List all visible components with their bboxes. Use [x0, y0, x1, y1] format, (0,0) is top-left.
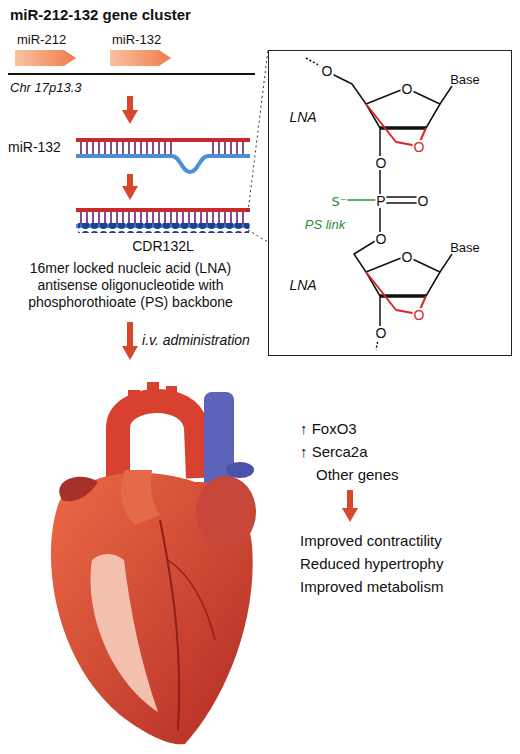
chemical-structure-part: [440, 86, 452, 104]
gene-locus-part: [110, 50, 171, 66]
atom-label: S⁻: [330, 195, 347, 208]
mirna-duplex-part: [76, 138, 250, 142]
heart-illustration-part: [166, 386, 177, 408]
process-arrow-part: [122, 186, 138, 200]
effect-item: ↑ Serca2a: [300, 443, 368, 461]
inset-box: OOBaseOLNAOPOS⁻PS linkOOBaseOLNAO: [268, 50, 512, 356]
heart-illustration-part: [147, 382, 159, 404]
gene-locus: [8, 50, 255, 74]
duplex-label: miR-132: [8, 139, 61, 156]
linkage-label: PS link: [304, 218, 346, 231]
atom-label: O: [321, 64, 334, 78]
mirna-duplex-part: [208, 142, 248, 154]
heart-illustration-part: [160, 520, 179, 730]
effect-item: Other genes: [316, 466, 399, 484]
atom-label: O: [401, 82, 414, 96]
heart-illustration-part: [118, 401, 198, 478]
zoom-leader: [248, 50, 268, 242]
process-arrow-part: [127, 96, 133, 112]
gene-label: miR-132: [112, 32, 161, 48]
heart-illustration: [51, 382, 256, 744]
chemical-structure-part: [306, 58, 320, 66]
mirna-duplex: [76, 140, 250, 172]
chemical-structure-part: [379, 296, 381, 330]
gene-locus-part: [15, 50, 76, 66]
atom-label: P: [375, 194, 386, 208]
route-label: i.v. administration: [142, 332, 250, 349]
zoom-leader-part: [248, 230, 268, 242]
description-text: 16mer locked nucleic acid (LNA) antisens…: [8, 260, 253, 310]
mirna-duplex-part: [76, 156, 250, 172]
base-label: Base: [449, 73, 481, 86]
outcome-item: Reduced hypertrophy: [300, 555, 443, 573]
outcome-item: Improved metabolism: [300, 578, 443, 596]
heart-illustration-part: [196, 476, 256, 548]
antimir-duplex-part: [76, 208, 250, 212]
atom-label: O: [375, 156, 388, 170]
gene-label: miR-212: [17, 32, 66, 48]
atom-label: O: [401, 250, 414, 264]
heart-illustration-part: [91, 554, 158, 712]
antimir-duplex: [76, 210, 250, 233]
chemical-structure: [306, 58, 452, 350]
heart-illustration-part: [121, 470, 160, 525]
atom-label: O: [413, 308, 426, 322]
heart-illustration-part: [128, 390, 140, 412]
heart-illustration-part: [226, 462, 254, 478]
process-arrow-part: [122, 110, 138, 124]
chemical-structure-part: [440, 254, 452, 272]
process-arrow-part: [342, 508, 358, 522]
antimir-duplex-part: [78, 212, 248, 224]
process-arrow-part: [122, 346, 138, 360]
outcome-item: Improved contractility: [300, 532, 442, 550]
atom-label: O: [375, 232, 388, 246]
lna-label: LNA: [288, 110, 317, 124]
effect-item: ↑ FoxO3: [300, 420, 357, 438]
base-label: Base: [449, 241, 481, 254]
atom-label: O: [375, 326, 388, 340]
process-arrow-part: [347, 490, 353, 510]
antimir-duplex-part: [78, 223, 249, 233]
process-arrow-part: [127, 322, 133, 348]
gene-locus-part: [8, 73, 255, 75]
atom-label: O: [417, 194, 430, 208]
process-arrow-part: [127, 174, 133, 188]
heart-illustration-part: [168, 560, 215, 640]
lna-label: LNA: [288, 278, 317, 292]
mirna-duplex-part: [78, 142, 172, 154]
drug-name: CDR132L: [132, 238, 193, 255]
chemical-structure-part: [332, 74, 366, 104]
zoom-leader-part: [248, 50, 268, 212]
heart-illustration-part: [59, 477, 98, 501]
chromosome-label: Chr 17p13.3: [10, 80, 82, 96]
figure-title: miR-212-132 gene cluster: [10, 6, 191, 24]
atom-label: O: [413, 140, 426, 154]
